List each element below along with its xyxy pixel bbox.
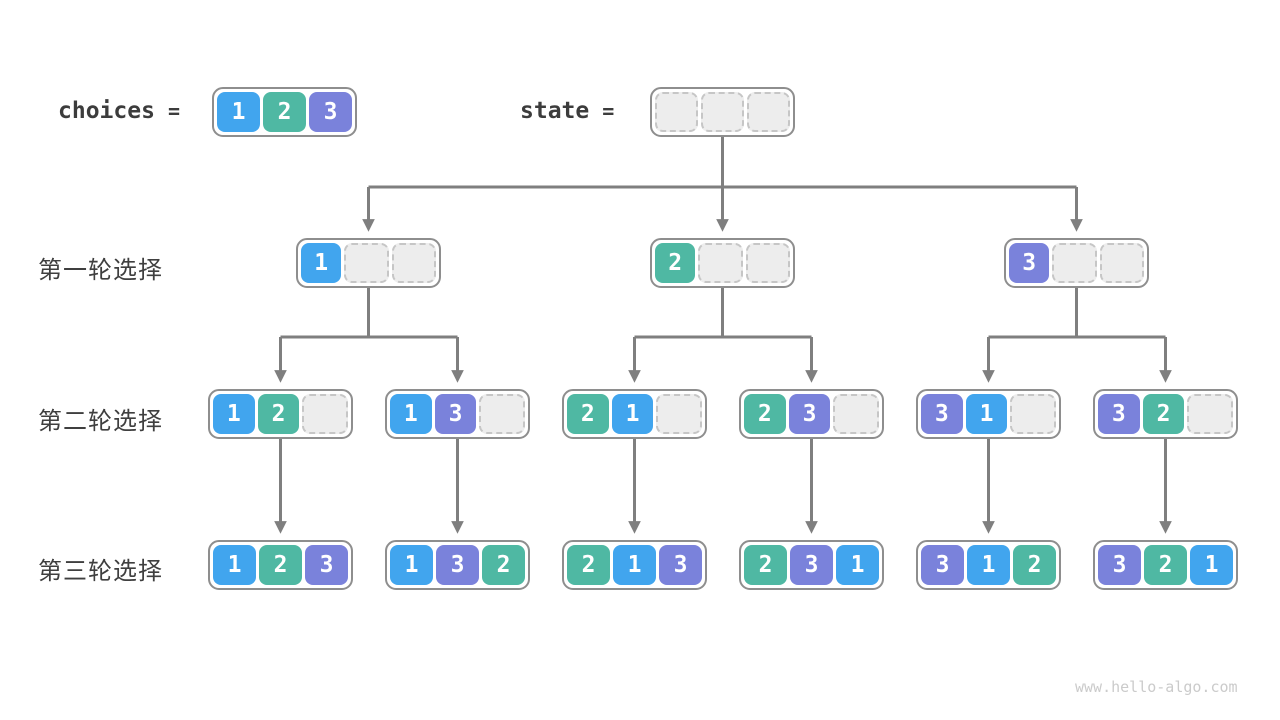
array-cell: 1 bbox=[213, 545, 256, 585]
array-cell: 1 bbox=[217, 92, 260, 132]
array-cell: 2 bbox=[655, 243, 696, 283]
array-cell: 3 bbox=[790, 545, 833, 585]
array-cell: 2 bbox=[257, 394, 300, 434]
array-cell: 1 bbox=[836, 545, 879, 585]
array-cell: 1 bbox=[213, 394, 255, 434]
array-cell-empty bbox=[344, 243, 389, 283]
array-cell: 3 bbox=[309, 92, 352, 132]
array-cell: 3 bbox=[788, 394, 831, 434]
choices-label: choices bbox=[58, 98, 155, 124]
state-expression: state = bbox=[520, 97, 614, 125]
array-cell: 2 bbox=[1144, 545, 1187, 585]
array-cell: 2 bbox=[567, 394, 609, 434]
array-cell-empty bbox=[833, 394, 880, 434]
equals-sign: = bbox=[602, 99, 615, 123]
array-cell-empty bbox=[1187, 394, 1234, 434]
watermark: www.hello-algo.com bbox=[1075, 678, 1238, 696]
array-cell: 2 bbox=[744, 394, 786, 434]
array-cell-empty bbox=[698, 243, 743, 283]
array-cell-empty bbox=[1052, 243, 1097, 283]
array-cell: 3 bbox=[1098, 394, 1140, 434]
array-cell: 1 bbox=[965, 394, 1008, 434]
state-array bbox=[650, 87, 795, 137]
array-cell: 3 bbox=[1098, 545, 1141, 585]
round3-label: 第三轮选择 bbox=[38, 558, 163, 585]
round1-node-2: 2 bbox=[650, 238, 795, 288]
array-cell: 2 bbox=[259, 545, 302, 585]
array-cell: 1 bbox=[390, 545, 433, 585]
array-cell: 3 bbox=[305, 545, 348, 585]
array-cell-empty bbox=[747, 92, 790, 132]
array-cell: 1 bbox=[611, 394, 654, 434]
round1-label: 第一轮选择 bbox=[38, 257, 163, 284]
round2-label: 第二轮选择 bbox=[38, 408, 163, 435]
array-cell-empty bbox=[391, 243, 436, 283]
array-cell-empty bbox=[1010, 394, 1057, 434]
array-cell-empty bbox=[479, 394, 526, 434]
array-cell: 1 bbox=[613, 545, 656, 585]
array-cell-empty bbox=[745, 243, 790, 283]
array-cell: 3 bbox=[921, 545, 964, 585]
array-cell: 3 bbox=[1009, 243, 1050, 283]
array-cell: 1 bbox=[301, 243, 342, 283]
equals-sign: = bbox=[167, 99, 180, 123]
array-cell: 2 bbox=[567, 545, 610, 585]
array-cell: 3 bbox=[659, 545, 702, 585]
array-cell: 1 bbox=[1190, 545, 1233, 585]
array-cell: 2 bbox=[263, 92, 306, 132]
choices-expression: choices = bbox=[58, 97, 180, 125]
array-cell: 2 bbox=[1013, 545, 1056, 585]
state-label: state bbox=[520, 98, 590, 124]
array-cell: 3 bbox=[436, 545, 479, 585]
array-cell: 2 bbox=[1142, 394, 1185, 434]
array-cell: 2 bbox=[482, 545, 525, 585]
array-cell: 3 bbox=[921, 394, 963, 434]
array-cell: 1 bbox=[967, 545, 1010, 585]
array-cell: 2 bbox=[744, 545, 787, 585]
array-cell: 3 bbox=[434, 394, 477, 434]
array-cell-empty bbox=[656, 394, 703, 434]
array-cell-empty bbox=[655, 92, 698, 132]
array-cell: 1 bbox=[390, 394, 432, 434]
round1-node-1: 1 bbox=[296, 238, 441, 288]
array-cell-empty bbox=[302, 394, 349, 434]
round1-node-3: 3 bbox=[1004, 238, 1149, 288]
array-cell-empty bbox=[1099, 243, 1144, 283]
array-cell-empty bbox=[701, 92, 744, 132]
